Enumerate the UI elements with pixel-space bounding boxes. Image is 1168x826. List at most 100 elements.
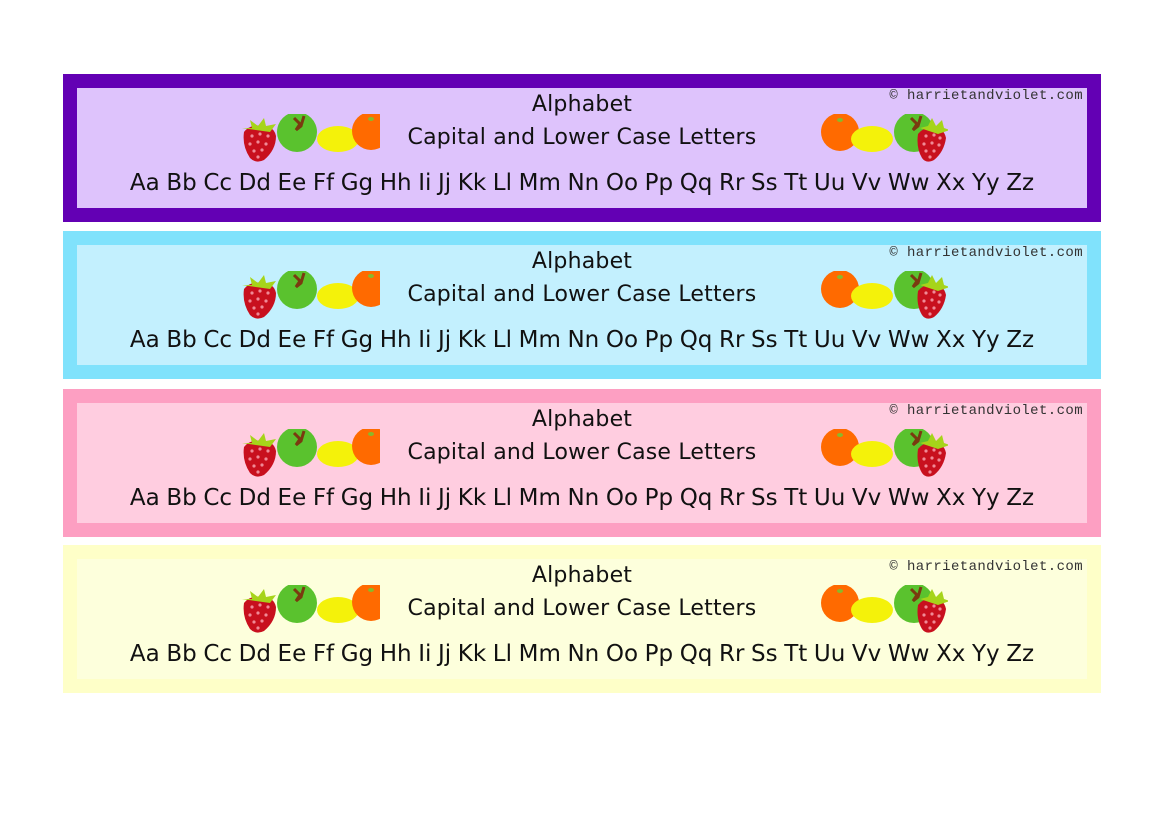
- letter-pair: Uu: [813, 641, 846, 667]
- letter-pair: Tt: [784, 641, 808, 667]
- letter-pair: Ww: [887, 641, 930, 667]
- letter-pair: Xx: [936, 170, 966, 196]
- letter-pair: Aa: [129, 170, 160, 196]
- orange-icon: [821, 429, 859, 466]
- strawberry-icon: [917, 275, 948, 319]
- letter-pair: Vv: [851, 641, 882, 667]
- letter-pair: Gg: [340, 641, 374, 667]
- letter-pair: Zz: [1006, 485, 1035, 511]
- letter-pair: Ss: [751, 327, 778, 353]
- copyright-notice: © harrietandviolet.com: [889, 403, 1083, 419]
- letter-pair: Mm: [518, 485, 561, 511]
- lemon-icon: [317, 597, 359, 623]
- letter-pair: Bb: [166, 170, 197, 196]
- fruit-group-right: [808, 585, 948, 635]
- fruit-group-left: [240, 114, 380, 164]
- letter-pair: Yy: [971, 641, 1000, 667]
- letter-pair: Kk: [457, 485, 487, 511]
- strip-subtitle: Capital and Lower Case Letters: [407, 440, 757, 465]
- letter-pair: Tt: [784, 327, 808, 353]
- letter-pair: Xx: [936, 485, 966, 511]
- letter-pair: Vv: [851, 327, 882, 353]
- letter-pair: Xx: [936, 641, 966, 667]
- letter-pair: Ll: [492, 327, 513, 353]
- letter-pair: Bb: [166, 641, 197, 667]
- strip-subtitle: Capital and Lower Case Letters: [407, 596, 757, 621]
- letter-pair: Qq: [679, 170, 713, 196]
- letter-pair: Rr: [719, 170, 745, 196]
- lemon-icon: [851, 441, 893, 467]
- letter-pair: Ll: [492, 170, 513, 196]
- letter-pair: Qq: [679, 485, 713, 511]
- letter-pair: Ii: [418, 170, 432, 196]
- letter-pair: Pp: [644, 641, 674, 667]
- letter-pair: Qq: [679, 641, 713, 667]
- lemon-icon: [851, 597, 893, 623]
- letter-pair: Uu: [813, 170, 846, 196]
- strip-title: Alphabet: [531, 249, 633, 274]
- strawberry-icon: [242, 118, 276, 162]
- letter-pair: Vv: [851, 485, 882, 511]
- orange-icon: [821, 114, 859, 151]
- strawberry-icon: [917, 118, 948, 162]
- apple-icon: [277, 429, 317, 467]
- orange-icon: [821, 585, 859, 622]
- letter-pair: Cc: [203, 170, 233, 196]
- letter-pair: Zz: [1006, 170, 1035, 196]
- letter-pair: Ss: [751, 485, 778, 511]
- letter-pair: Uu: [813, 485, 846, 511]
- strawberry-icon: [917, 433, 948, 477]
- letter-pair: Kk: [457, 170, 487, 196]
- orange-icon: [352, 114, 380, 150]
- copyright-notice: © harrietandviolet.com: [889, 245, 1083, 261]
- letter-pair: Cc: [203, 641, 233, 667]
- fruit-group-left: [240, 585, 380, 635]
- orange-icon: [821, 271, 859, 308]
- fruit-group-right: [808, 114, 948, 164]
- letter-pair: Ss: [751, 641, 778, 667]
- fruit-group-left: [240, 429, 380, 479]
- letter-pair: Mm: [518, 641, 561, 667]
- letter-pair: Yy: [971, 485, 1000, 511]
- lemon-icon: [851, 126, 893, 152]
- letter-pair: Ee: [277, 170, 307, 196]
- letter-pair: Bb: [166, 485, 197, 511]
- letter-pair: Oo: [605, 485, 639, 511]
- letter-pair: Pp: [644, 327, 674, 353]
- letter-pair: Hh: [379, 485, 412, 511]
- letter-pair: Rr: [719, 485, 745, 511]
- letter-pair: Ww: [887, 170, 930, 196]
- letter-pair: Nn: [567, 327, 600, 353]
- lemon-icon: [317, 441, 359, 467]
- letter-pair: Yy: [971, 327, 1000, 353]
- letter-pair: Ii: [418, 327, 432, 353]
- letter-pair: Ff: [312, 170, 335, 196]
- letter-pair: Ff: [312, 641, 335, 667]
- letter-pair: Rr: [719, 641, 745, 667]
- letter-pair: Mm: [518, 170, 561, 196]
- letter-pair: Mm: [518, 327, 561, 353]
- letter-pair: Ww: [887, 327, 930, 353]
- letter-pair: Jj: [438, 327, 452, 353]
- strawberry-icon: [917, 589, 948, 633]
- letter-pair: Jj: [438, 170, 452, 196]
- lemon-icon: [851, 283, 893, 309]
- orange-icon: [352, 271, 380, 307]
- copyright-notice: © harrietandviolet.com: [889, 88, 1083, 104]
- letter-pair: Oo: [605, 641, 639, 667]
- letter-pair: Dd: [238, 485, 271, 511]
- letter-pair: Uu: [813, 327, 846, 353]
- letter-pair: Ww: [887, 485, 930, 511]
- letter-pair: Hh: [379, 641, 412, 667]
- letter-pair: Nn: [567, 641, 600, 667]
- strip-title: Alphabet: [531, 563, 633, 588]
- fruit-group-left: [240, 271, 380, 321]
- letter-pair: Gg: [340, 170, 374, 196]
